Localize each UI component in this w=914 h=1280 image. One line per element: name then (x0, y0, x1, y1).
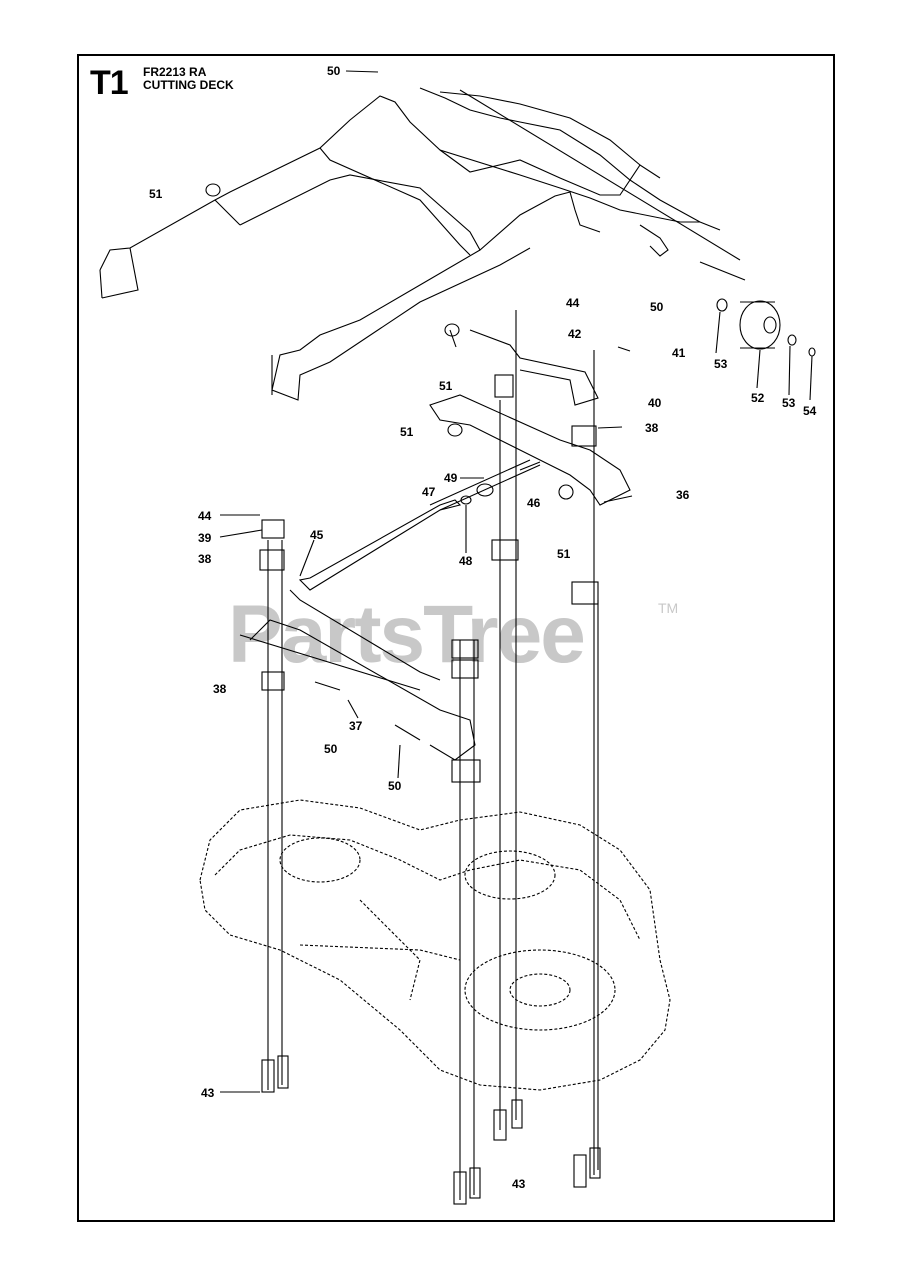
lift-brackets (429, 329, 631, 605)
callout-44-left: 44 (198, 509, 212, 523)
callout-48: 48 (459, 554, 473, 568)
callout-50-top: 50 (327, 64, 341, 78)
callout-43-left: 43 (201, 1086, 215, 1100)
model-line: FR2213 RA (143, 65, 207, 79)
callout-46: 46 (527, 496, 541, 510)
callout-51-mid: 51 (400, 425, 414, 439)
callout-43-bottom: 43 (512, 1177, 526, 1191)
gauge-wheel (716, 298, 816, 357)
callout-54: 54 (803, 404, 817, 418)
callout-41: 41 (672, 346, 686, 360)
watermark-logo: PartsTree (228, 589, 586, 680)
callout-45: 45 (310, 528, 324, 542)
callout-51-right: 51 (557, 547, 571, 561)
callout-51-center: 51 (439, 379, 453, 393)
callout-47: 47 (422, 485, 436, 499)
callout-44-upper: 44 (566, 296, 580, 310)
callout-49: 49 (444, 471, 458, 485)
callout-50-upper-right: 50 (650, 300, 664, 314)
callout-50-lower-left: 50 (324, 742, 338, 756)
callout-36: 36 (676, 488, 690, 502)
callout-51-left: 51 (149, 187, 163, 201)
callout-39: 39 (198, 531, 212, 545)
callout-38-lower: 38 (213, 682, 227, 696)
callout-38-left: 38 (198, 552, 212, 566)
vertical-rods (261, 310, 601, 1205)
title-line: CUTTING DECK (143, 78, 234, 92)
callout-53-b: 53 (782, 396, 796, 410)
callout-42: 42 (568, 327, 582, 341)
callout-53-a: 53 (714, 357, 728, 371)
callout-40: 40 (648, 396, 662, 410)
section-code: T1 (90, 64, 129, 102)
diagram-title: FR2213 RA CUTTING DECK (143, 66, 234, 92)
callout-52: 52 (751, 391, 765, 405)
watermark-trademark: TM (658, 600, 679, 616)
lift-frame (99, 87, 746, 437)
callout-50-lower: 50 (388, 779, 402, 793)
callout-37: 37 (349, 719, 363, 733)
leader-lines (219, 70, 813, 1093)
callout-38-upper: 38 (645, 421, 659, 435)
lower-lift-assembly (239, 499, 481, 783)
diagram-frame (77, 54, 835, 1222)
cutting-deck-housing (199, 799, 671, 1091)
